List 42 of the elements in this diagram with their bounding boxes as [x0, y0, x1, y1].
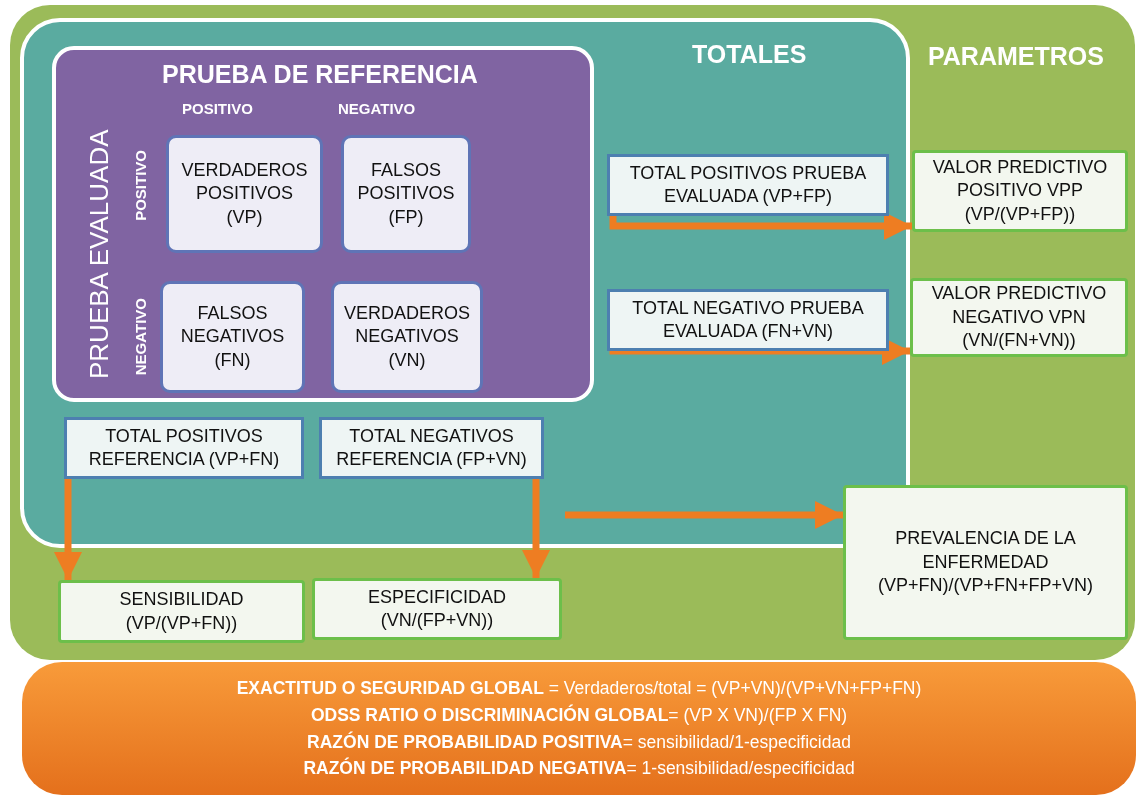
box-label: TOTAL POSITIVOS REFERENCIA (VP+FN)	[87, 424, 281, 471]
box-label: VALOR PREDICTIVO NEGATIVO VPN (VN/(FN+VN))	[930, 282, 1108, 353]
total-box	[319, 417, 544, 479]
total-box	[607, 154, 889, 216]
panel-title: PARAMETROS	[928, 42, 1104, 71]
row-header: NEGATIVO	[132, 298, 149, 376]
matrix-cell	[160, 281, 305, 393]
box-label: TOTAL NEGATIVOS REFERENCIA (FP+VN)	[335, 424, 528, 471]
box-label: FALSOS NEGATIVOS (FN)	[179, 301, 286, 372]
parameter-box	[843, 485, 1128, 640]
box-label: PREVALENCIA DE LA ENFERMEDAD (VP+FN)/(VP+FN+FP+VN)	[876, 527, 1094, 598]
box-label: SENSIBILIDAD (VP/(VP+FN))	[118, 588, 245, 635]
reference-test-panel	[52, 46, 594, 402]
total-box	[64, 417, 304, 479]
formula-text: RAZÓN DE PROBABILIDAD NEGATIVA= 1-sensibilidad/especificidad	[303, 757, 855, 780]
box-label: FALSOS POSITIVOS (FP)	[356, 158, 456, 229]
matrix-cell	[331, 281, 483, 393]
box-label: VERDADEROS POSITIVOS (VP)	[180, 158, 309, 229]
row-header: POSITIVO	[132, 150, 149, 221]
box-label: VERDADEROS NEGATIVOS (VN)	[343, 301, 471, 372]
panel-title: TOTALES	[692, 40, 807, 69]
parameter-box	[912, 150, 1128, 232]
matrix-cell	[341, 135, 471, 253]
box-label: ESPECIFICIDAD (VN/(FP+VN))	[367, 585, 507, 632]
box-label: VALOR PREDICTIVO POSITIVO VPP (VP/(VP+FP))	[931, 155, 1109, 226]
total-box	[607, 289, 889, 351]
formula-text: RAZÓN DE PROBABILIDAD POSITIVA= sensibilidad/1-especificidad	[307, 730, 851, 754]
parameters-panel	[10, 5, 1135, 660]
box-label: TOTAL NEGATIVO PRUEBA EVALUADA (FN+VN)	[631, 296, 865, 343]
panel-title: PRUEBA DE REFERENCIA	[162, 60, 478, 89]
parameter-box	[312, 578, 562, 640]
parameter-box	[58, 580, 305, 643]
column-header: NEGATIVO	[338, 100, 416, 117]
box-label: TOTAL POSITIVOS PRUEBA EVALUADA (VP+FP)	[628, 161, 868, 208]
formula-banner	[22, 662, 1136, 795]
arrow	[609, 212, 912, 240]
parameter-box	[910, 278, 1128, 357]
matrix-cell	[166, 135, 323, 253]
column-header: POSITIVO	[182, 100, 253, 117]
row-axis-title: PRUEBA EVALUADA	[84, 128, 115, 381]
formula-text: EXACTITUD O SEGURIDAD GLOBAL = Verdaderos/total = (VP+VN)/(VP+VN+FP+FN)	[236, 677, 922, 700]
formula-text: ODSS RATIO O DISCRIMINACIÓN GLOBAL= (VP X VN)/(FP X FN)	[310, 703, 848, 727]
